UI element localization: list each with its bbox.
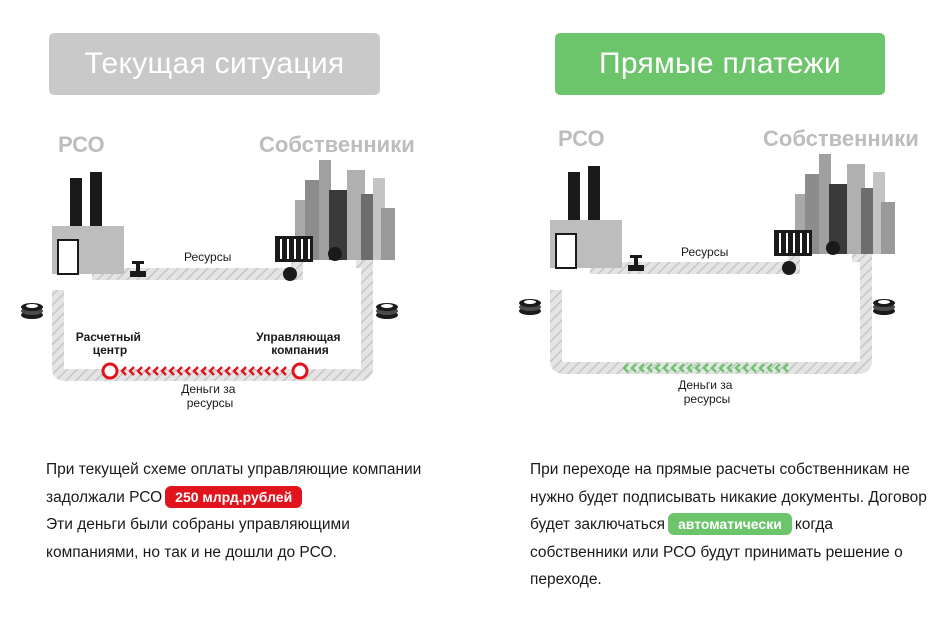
- money-flow-chevron: [264, 366, 271, 376]
- money-flow-chevron: [152, 366, 159, 376]
- money-flow-chevron: [766, 363, 773, 373]
- automatic-badge: автоматически: [668, 513, 792, 535]
- banner-direct-payments: Прямые платежи: [555, 33, 885, 95]
- factory-icon: [51, 171, 125, 275]
- money-flow-chevron: [654, 363, 661, 373]
- radiator-icon: [275, 236, 313, 262]
- money-flow-chevron: [742, 363, 749, 373]
- money-flow-chevron: [782, 363, 789, 373]
- label-money-for-resources: Деньги за ресурсы: [181, 382, 239, 410]
- description-direct-payments: При переходе на прямые расчеты собственн…: [530, 461, 927, 588]
- money-flow-chevron: [240, 366, 247, 376]
- money-flow-chevron: [192, 366, 199, 376]
- label-resources: Ресурсы: [681, 245, 728, 259]
- money-flow-chevron: [638, 363, 645, 373]
- money-flow-chevron: [662, 363, 669, 373]
- money-flow-chevron: [144, 366, 151, 376]
- factory-icon: [549, 165, 623, 269]
- money-flow-chevron: [216, 366, 223, 376]
- money-flow-chevron: [694, 363, 701, 373]
- money-flow-arrows-red: [120, 366, 287, 376]
- coins-icon: [519, 299, 541, 315]
- diagram-left: РСО Собственники Ресурсы Расчетный центр…: [21, 132, 415, 410]
- money-flow-arrows-green: [622, 363, 789, 373]
- faucet-icon: [826, 241, 840, 255]
- money-flow-chevron: [630, 363, 637, 373]
- money-flow-chevron: [646, 363, 653, 373]
- radiator-icon: [774, 230, 812, 256]
- money-flow-chevron: [702, 363, 709, 373]
- coins-icon: [21, 303, 43, 319]
- faucet-icon: [328, 247, 342, 261]
- money-flow-chevron: [272, 366, 279, 376]
- label-money-for-resources: Деньги за ресурсы: [678, 378, 736, 406]
- description-current-situation: При текущей схеме оплаты управляющие ком…: [46, 461, 422, 561]
- money-flow-chevron: [622, 363, 629, 373]
- money-flow-chevron: [248, 366, 255, 376]
- money-flow-chevron: [686, 363, 693, 373]
- money-flow-chevron: [280, 366, 287, 376]
- management-company-node: [291, 362, 309, 380]
- label-owners: Собственники: [763, 126, 919, 151]
- coins-icon: [873, 299, 895, 315]
- money-flow-chevron: [128, 366, 135, 376]
- money-flow-chevron: [184, 366, 191, 376]
- money-flow-chevron: [232, 366, 239, 376]
- money-flow-chevron: [160, 366, 167, 376]
- money-flow-chevron: [774, 363, 781, 373]
- money-flow-chevron: [734, 363, 741, 373]
- money-flow-chevron: [710, 363, 717, 373]
- label-rso: РСО: [558, 126, 605, 151]
- money-flow-chevron: [120, 366, 127, 376]
- settlement-center-node: [101, 362, 119, 380]
- diagram-right: РСО Собственники Ресурсы Деньги за ресур…: [519, 126, 919, 406]
- money-flow-chevron: [136, 366, 143, 376]
- meter-icon: [283, 267, 297, 281]
- money-flow-chevron: [750, 363, 757, 373]
- label-owners: Собственники: [259, 132, 415, 157]
- money-flow-chevron: [670, 363, 677, 373]
- label-rso: РСО: [58, 132, 105, 157]
- money-flow-chevron: [176, 366, 183, 376]
- banner-current-situation: Текущая ситуация: [49, 33, 380, 95]
- money-flow-chevron: [726, 363, 733, 373]
- money-flow-chevron: [256, 366, 263, 376]
- money-flow-chevron: [224, 366, 231, 376]
- money-flow-chevron: [200, 366, 207, 376]
- debt-amount-badge: 250 млрд.рублей: [165, 485, 303, 508]
- coins-icon: [376, 303, 398, 319]
- money-flow-chevron: [208, 366, 215, 376]
- label-management-company: Управляющая компания: [256, 330, 344, 357]
- money-flow-chevron: [718, 363, 725, 373]
- money-flow-chevron: [758, 363, 765, 373]
- label-settlement-center: Расчетный центр: [76, 330, 144, 357]
- label-resources: Ресурсы: [184, 250, 231, 264]
- meter-icon: [782, 261, 796, 275]
- money-flow-chevron: [678, 363, 685, 373]
- money-flow-chevron: [168, 366, 175, 376]
